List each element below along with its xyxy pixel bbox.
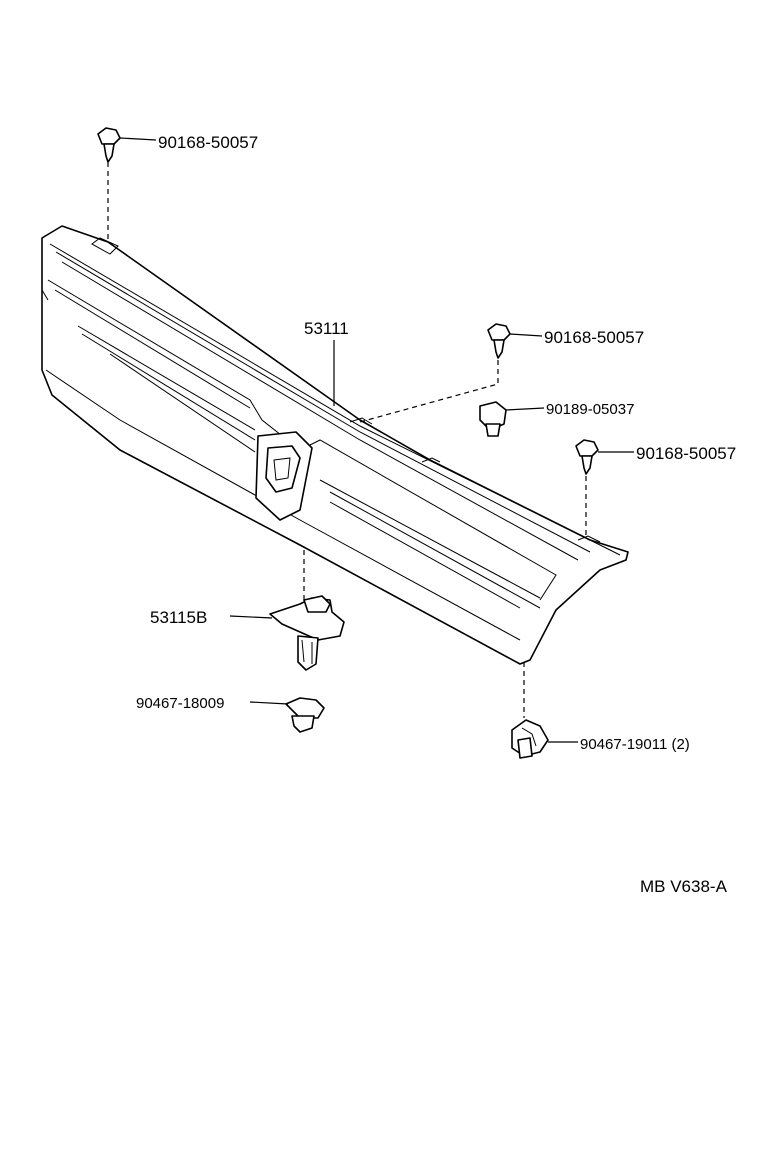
bracket <box>269 595 345 671</box>
nut-clip <box>479 401 507 437</box>
drawing-code: MB V638-A <box>640 877 728 896</box>
label-clip-right: 90467-19011 (2) <box>580 736 690 753</box>
screw-right <box>575 439 599 475</box>
screw-middle <box>487 323 511 359</box>
clip-right <box>511 719 549 759</box>
label-nut-clip: 90189-05037 <box>546 401 634 418</box>
label-clip-left: 90467-18009 <box>136 695 224 712</box>
label-screw-middle: 90168-50057 <box>544 328 644 347</box>
label-screw-right: 90168-50057 <box>636 444 736 463</box>
clip-left <box>285 697 325 733</box>
radiator-grille <box>41 225 629 665</box>
label-bracket: 53115B <box>150 608 207 627</box>
label-screw-top-left: 90168-50057 <box>158 133 258 152</box>
label-grille: 53111 <box>304 319 349 338</box>
screw-top-left <box>97 127 121 163</box>
